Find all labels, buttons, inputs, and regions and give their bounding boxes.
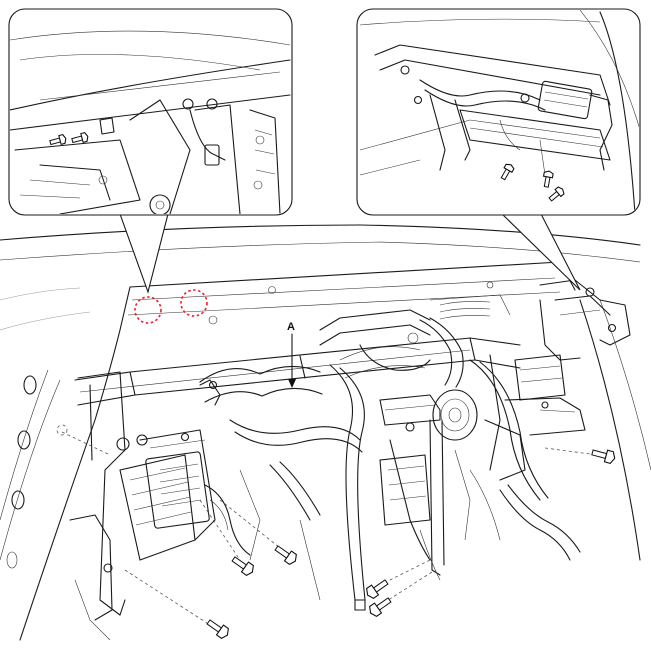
bolt-left-lower-3 [206,619,229,640]
detail-view-right [356,8,641,216]
bolt-guide-lines [56,424,599,626]
callout-a: A [287,321,296,388]
dashboard-body [0,224,651,641]
bolt-left-lower-2 [274,545,297,566]
bolt-right [591,449,616,464]
callout-a-label: A [287,321,295,333]
detail-left-pointer [119,213,169,294]
center-wiring-harness [229,359,549,611]
bolt-left-lower-1 [231,556,254,577]
red-circle-marker-1 [134,296,162,324]
bolt-center-2 [369,597,392,618]
detail-right-pointer [499,211,581,291]
left-bracket-assembly [69,371,251,621]
cowl-cross-bar [74,337,521,406]
red-circle-marker-2 [180,289,208,317]
right-bracket-assembly [489,279,631,471]
lower-hoses [74,484,581,641]
air-duct-area [208,281,511,388]
detail-view-left [8,8,293,216]
bolt-center-1 [366,579,389,600]
